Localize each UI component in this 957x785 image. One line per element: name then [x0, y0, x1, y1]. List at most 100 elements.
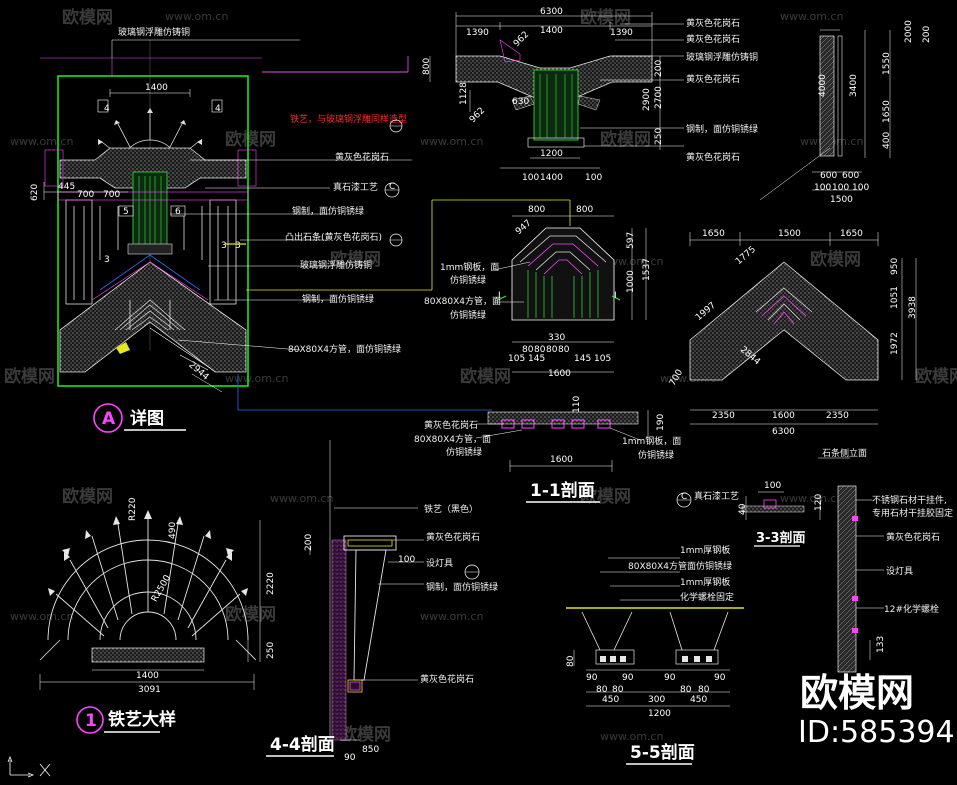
- dim-145: 145: [528, 354, 545, 364]
- dim-1390: 1390: [466, 28, 489, 38]
- dim-100: 100: [522, 173, 539, 183]
- dim-100: 100: [764, 481, 781, 491]
- label-steel-copper: 钢制，面仿铜锈绿: [292, 205, 364, 217]
- dim-90: 90: [586, 673, 598, 683]
- dim-200: 200: [304, 534, 314, 551]
- dim-1128: 1128: [459, 82, 469, 105]
- dim-3938: 3938: [908, 296, 918, 319]
- dim-6300: 6300: [540, 7, 563, 17]
- watermark-brand: 欧模网: [915, 366, 957, 387]
- view-title-iron-art: 铁艺大样: [108, 709, 176, 730]
- label-granite-7: 黄灰色花岗石: [420, 673, 474, 685]
- watermark-layer: 欧模网 www.om.cn 欧模网 www.om.cn www.om.cn 欧模…: [4, 7, 957, 745]
- dim-90: 90: [622, 673, 634, 683]
- dim-1550: 1550: [882, 52, 892, 75]
- dim-1500: 1500: [830, 195, 853, 205]
- dim-700: 700: [103, 190, 120, 200]
- dim-620: 620: [30, 184, 40, 201]
- stone-side-elevation-view[interactable]: 133 石条侧立面 不锈钢石材干挂件, 专用石材干挂胶固定 黄灰色花岗石 设灯具…: [818, 447, 953, 673]
- brand-name: 欧模网: [800, 671, 914, 715]
- dim-850: 850: [362, 745, 379, 755]
- dim-3400: 3400: [849, 74, 859, 97]
- dim-330: 330: [548, 333, 565, 343]
- dim-450: 450: [602, 695, 619, 705]
- label-bolt-12: 12#化学螺栓: [884, 603, 939, 615]
- view-symbol-1: [76, 706, 104, 734]
- watermark-url: www.om.cn: [10, 610, 73, 623]
- dim-1972: 1972: [890, 332, 900, 355]
- dim-800: 800: [422, 58, 432, 75]
- callout-i: I: [614, 291, 617, 301]
- watermark-brand: 欧模网: [810, 249, 861, 270]
- detail-a-view[interactable]: 4 4 5 6 3 3 3 1400 620 445 700 700 2944: [30, 26, 571, 433]
- label-granite: 黄灰色花岗石: [335, 151, 389, 163]
- dim-1200: 1200: [648, 709, 671, 719]
- dim-40: 40: [738, 503, 748, 515]
- dim-1400: 1400: [540, 173, 563, 183]
- label-granite-11: 黄灰色花岗石: [424, 419, 478, 431]
- dim-145: 145: [574, 354, 591, 364]
- label-chem-bolt: 化学螺栓固定: [680, 591, 734, 603]
- dim-80: 80: [596, 685, 608, 695]
- dim-100: 100: [832, 183, 849, 193]
- dim-105: 105: [508, 354, 525, 364]
- label-granite-8: 黄灰色花岗石: [886, 531, 940, 543]
- label-tube-11b: 仿铜锈绿: [446, 446, 482, 458]
- view-title-5-5: 5-5剖面: [630, 742, 695, 763]
- chevron-elevation-view[interactable]: I I 800 800 947 597 1537 1000 330 80 80 …: [424, 205, 652, 379]
- dim-1400: 1400: [145, 83, 168, 93]
- dim-1390: 1390: [610, 28, 633, 38]
- dim-950: 950: [890, 258, 900, 275]
- dim-2700: 2700: [654, 86, 664, 109]
- section-3-3-view[interactable]: 100 120 40 C 真石漆工艺 3-3剖面: [676, 481, 824, 547]
- watermark-url: www.om.cn: [600, 730, 663, 743]
- watermark-url: www.om.cn: [165, 10, 228, 23]
- label-iron-black: 铁艺（黑色）: [424, 503, 478, 515]
- dim-250: 250: [266, 642, 276, 659]
- callout-6: 6: [175, 207, 181, 217]
- dim-80: 80: [558, 345, 570, 355]
- dim-1650: 1650: [882, 100, 892, 123]
- label-glass-sculpture-3: 玻璃钢浮雕仿铸铜: [686, 51, 758, 63]
- dim-250: 250: [654, 128, 664, 145]
- label-granite-6: 黄灰色花岗石: [426, 531, 480, 543]
- dim-1400: 1400: [540, 26, 563, 36]
- section-5-5-view[interactable]: 80 90 90 90 90 80 80 80 80 450 300 450 1…: [566, 544, 744, 765]
- watermark-url: www.om.cn: [10, 135, 73, 148]
- view-symbol-a-text: A: [102, 409, 116, 429]
- section-1-1-view[interactable]: 1600 190 110 黄灰色花岗石 80X80X4方管，面 仿铜锈绿 1mm…: [414, 396, 681, 503]
- dim-962: 962: [468, 106, 487, 125]
- gable-elevation-view[interactable]: 1650 1500 1650 1775 950 1051 3938 1972 1…: [668, 229, 918, 437]
- dim-300: 300: [648, 695, 665, 705]
- label-dedicated: 专用石材干挂胶固定: [872, 507, 953, 519]
- watermark-brand: 欧模网: [225, 604, 276, 625]
- side-elevation-view[interactable]: 4000 3400 1550 1650 400 2000 200 600 600…: [759, 20, 932, 205]
- dim-1500: 1500: [778, 229, 801, 239]
- brand-id: ID:585394: [798, 715, 955, 750]
- dim-100: 100: [852, 183, 869, 193]
- watermark-brand: 欧模网: [225, 129, 276, 150]
- view-title-4-4: 4-4剖面: [270, 734, 335, 755]
- dim-90: 90: [664, 673, 676, 683]
- dim-600: 600: [842, 171, 859, 181]
- dim-2220: 2220: [266, 572, 276, 595]
- label-square-tube: 80X80X4方管，面仿铜锈绿: [288, 343, 401, 355]
- callout-3: 3: [235, 241, 241, 251]
- dim-1537: 1537: [642, 258, 652, 281]
- callout-c: C: [389, 182, 395, 192]
- dim-962: 962: [512, 30, 531, 49]
- dim-1400: 1400: [136, 671, 159, 681]
- dim-4000: 4000: [818, 74, 828, 97]
- dim-2900: 2900: [642, 88, 652, 111]
- dim-80: 80: [534, 345, 546, 355]
- dim-120: 120: [814, 494, 824, 511]
- label-convex-strip: 凸出石条(黄灰色花岗石): [285, 231, 382, 243]
- label-plate-11: 1mm钢板，面: [622, 435, 681, 447]
- label-tube-b: 仿铜锈绿: [450, 309, 486, 321]
- section-4-4-view[interactable]: 200 100 850 90 铁艺（黑色） 黄灰色花岗石 设灯具 钢制，面仿铜锈…: [266, 440, 498, 763]
- top-section-view[interactable]: 6300 1390 1400 1390 800 2900 200 2700 25…: [422, 7, 758, 183]
- label-steel-copper-4: 钢制，面仿铜锈绿: [426, 581, 498, 593]
- label-glass-sculpture: 玻璃钢浮雕仿铸铜: [118, 26, 190, 38]
- iron-art-view[interactable]: 1400 3091 2220 250 490 R220 R2500 1 铁艺大样: [39, 497, 276, 734]
